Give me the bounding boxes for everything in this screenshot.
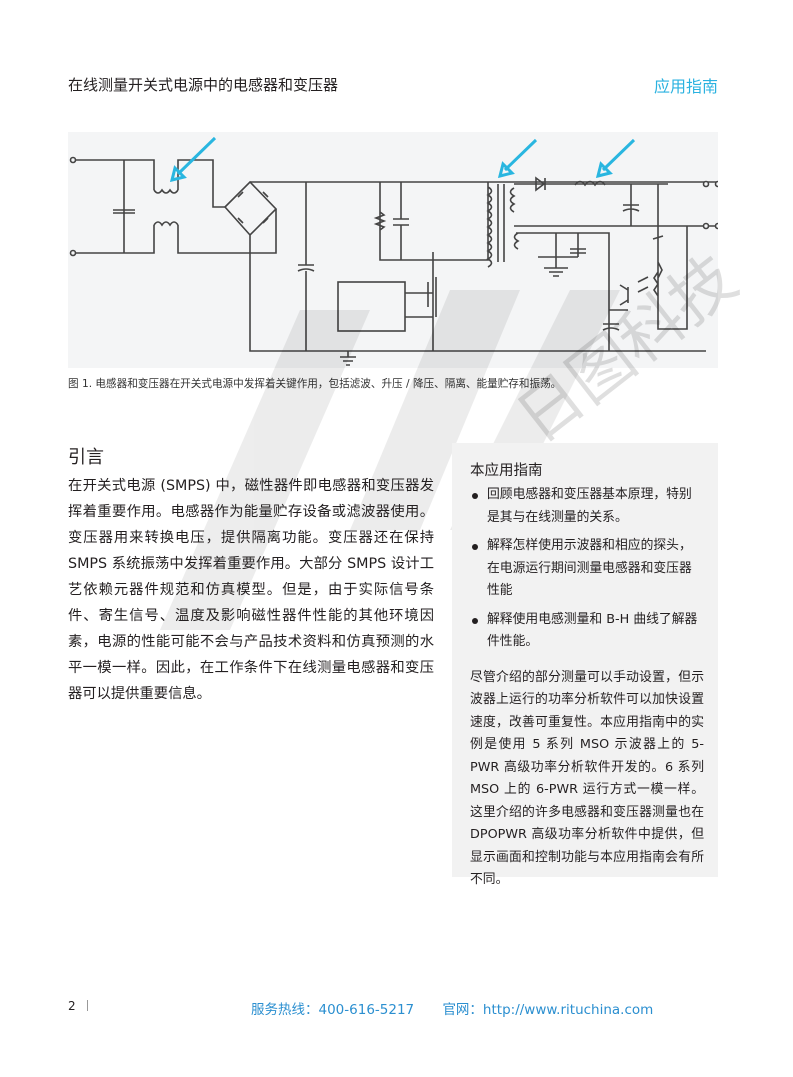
- intro-paragraph: 在开关式电源 (SMPS) 中，磁性器件即电感器和变压器发挥着重要作用。电感器作…: [68, 478, 434, 702]
- footer-contact: 服务热线：400-616-5217 官网：http://www.rituchin…: [251, 998, 677, 1018]
- guide-summary-box: 本应用指南 回顾电感器和变压器基本原理，特别是其与在线测量的关系。 解释怎样使用…: [452, 443, 718, 887]
- service-hotline: 服务热线：400-616-5217: [251, 1002, 415, 1018]
- circuit-diagram: [69, 136, 718, 366]
- document-title: 在线测量开关式电源中的电感器和变压器: [68, 76, 339, 94]
- website-link[interactable]: 官网：http://www.rituchina.com: [442, 1002, 654, 1018]
- page-number: 2: [68, 999, 76, 1013]
- guide-summary-heading: 本应用指南: [470, 463, 543, 479]
- footer-divider: [87, 1000, 88, 1011]
- document-type-tag: 应用指南: [653, 77, 718, 96]
- list-item: 解释使用电感测量和 B-H 曲线了解器件性能。: [470, 609, 704, 654]
- list-item: 回顾电感器和变压器基本原理，特别是其与在线测量的关系。: [470, 484, 704, 529]
- list-item: 解释怎样使用示波器和相应的探头，在电源运行期间测量电感器和变压器性能: [470, 535, 704, 603]
- smps-circuit-figure: [68, 132, 718, 368]
- intro-heading: 引言: [68, 447, 104, 468]
- highlight-arrows: [169, 136, 636, 183]
- figure-caption: 图 1. 电感器和变压器在开关式电源中发挥着关键作用，包括滤波、升压 / 降压、…: [68, 378, 562, 390]
- guide-summary-list: 回顾电感器和变压器基本原理，特别是其与在线测量的关系。 解释怎样使用示波器和相应…: [470, 484, 704, 654]
- guide-summary-paragraph: 尽管介绍的部分测量可以手动设置，但示波器上运行的功率分析软件可以加快设置速度，改…: [470, 669, 704, 888]
